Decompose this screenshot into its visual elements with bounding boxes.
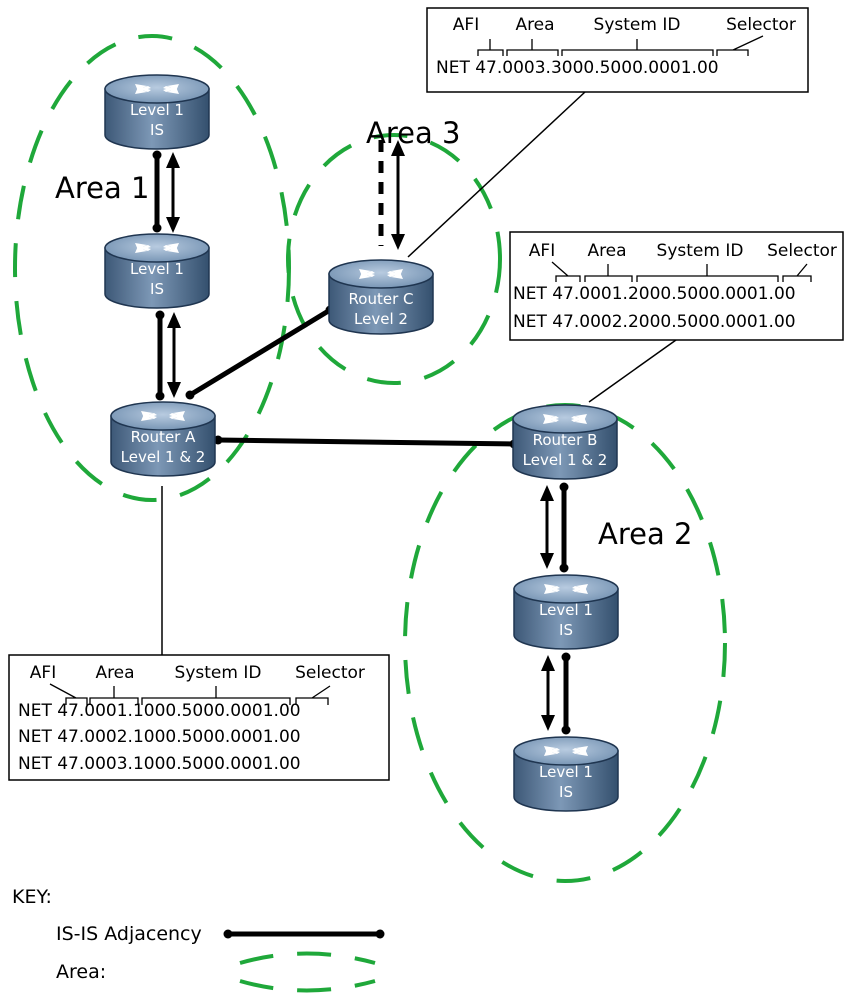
router-level1-is-area1-middle: Level 1 IS — [104, 233, 210, 309]
router-label-line1: Level 1 — [539, 763, 593, 781]
header-selector: Selector — [295, 663, 365, 683]
header-system-id: System ID — [175, 663, 262, 683]
area-3-label: Area 3 — [366, 116, 460, 150]
link-r5-r6-end-top — [561, 652, 571, 662]
area-2-label: Area 2 — [598, 517, 692, 551]
bracket-afi — [477, 39, 504, 56]
router-label-line2: IS — [150, 280, 164, 298]
legend-title: KEY: — [12, 886, 52, 908]
net-line: NET 47.0001.1000.5000.0001.00 — [18, 701, 301, 721]
net-box-router-c: AFI Area System ID Selector NET 47.0003.… — [426, 7, 809, 93]
bracket-afi — [49, 683, 88, 705]
router-label-line1: Router B — [533, 431, 598, 449]
header-selector: Selector — [767, 241, 837, 261]
net-box-router-b: AFI Area System ID Selector NET 47.0001.… — [509, 231, 844, 341]
router-level1-is-area2-middle: Level 1 IS — [513, 574, 619, 650]
link-router-b-r5-end-top — [559, 482, 569, 492]
link-r2-router-a-end-top — [155, 310, 165, 320]
leader-router-b — [588, 339, 677, 403]
net-box-router-a: AFI Area System ID Selector NET 47.0001.… — [8, 654, 390, 781]
arrow-r2-router-a — [167, 312, 181, 398]
router-label-line2: IS — [559, 621, 573, 639]
net-line: NET 47.0003.1000.5000.0001.00 — [18, 754, 301, 774]
net-line: NET 47.0003.3000.5000.0001.00 — [436, 58, 719, 78]
net-line: NET 47.0002.2000.5000.0001.00 — [513, 312, 796, 332]
arrow-router-b-r5 — [540, 485, 554, 569]
bracket-selector — [295, 685, 331, 705]
arrow-router-c-uplink — [391, 140, 405, 250]
router-label-line2: Level 1 & 2 — [523, 451, 608, 469]
router-label-line1: Level 1 — [539, 601, 593, 619]
header-selector: Selector — [726, 15, 796, 35]
bracket-area — [584, 264, 633, 282]
link-r1-r2-end-bottom — [152, 223, 162, 233]
router-level1-is-area1-top: Level 1 IS — [104, 74, 210, 150]
router-label-line1: Level 1 — [130, 260, 184, 278]
link-router-a-router-b — [217, 437, 515, 447]
link-router-a-router-c-end-a — [185, 390, 195, 400]
link-router-b-r5-end-bottom — [559, 563, 569, 573]
legend-area-label: Area: — [56, 961, 106, 983]
router-c: Router C Level 2 — [328, 259, 434, 335]
area-1-label: Area 1 — [55, 171, 149, 205]
bracket-selector — [782, 263, 812, 282]
link-router-a-router-c — [188, 307, 332, 398]
arrow-r1-r2 — [166, 152, 180, 233]
link-r5-r6-end-bottom — [561, 725, 571, 735]
legend: KEY: IS-IS Adjacency Area: — [12, 886, 385, 993]
net-line: NET 47.0001.2000.5000.0001.00 — [513, 284, 796, 304]
header-afi: AFI — [529, 241, 555, 261]
legend-area-ring-sample — [239, 951, 376, 993]
router-label-line1: Router C — [349, 290, 414, 308]
header-afi: AFI — [453, 15, 479, 35]
legend-adjacency-end-left — [223, 929, 233, 939]
bracket-system-id — [141, 686, 291, 705]
header-area: Area — [587, 241, 626, 261]
bracket-selector — [716, 35, 764, 56]
link-r2-router-a-end-bottom — [155, 391, 165, 401]
router-a: Router A Level 1 & 2 — [110, 401, 216, 477]
header-system-id: System ID — [594, 15, 681, 35]
router-label-line1: Router A — [131, 428, 196, 446]
router-label-line2: Level 1 & 2 — [121, 448, 206, 466]
bracket-area — [89, 686, 139, 705]
router-label-line2: IS — [150, 121, 164, 139]
header-area: Area — [95, 663, 134, 683]
bracket-afi — [551, 261, 581, 282]
bracket-system-id — [561, 39, 714, 56]
header-afi: AFI — [30, 663, 56, 683]
router-label-line1: Level 1 — [130, 101, 184, 119]
legend-adjacency-end-right — [375, 929, 385, 939]
bracket-area — [506, 39, 559, 56]
link-router-a-router-b-end-a — [213, 435, 223, 445]
router-b: Router B Level 1 & 2 — [512, 404, 618, 480]
legend-adjacency-label: IS-IS Adjacency — [56, 923, 202, 945]
leader-router-c — [407, 91, 586, 258]
router-level1-is-area2-bottom: Level 1 IS — [513, 736, 619, 812]
router-label-line2: Level 2 — [354, 310, 408, 328]
router-label-line2: IS — [559, 783, 573, 801]
bracket-system-id — [636, 264, 779, 282]
area-3-boundary — [286, 133, 502, 385]
net-line: NET 47.0002.1000.5000.0001.00 — [18, 727, 301, 747]
arrow-r5-r6 — [541, 655, 555, 731]
header-area: Area — [515, 15, 554, 35]
link-r1-r2-end-top — [152, 150, 162, 160]
header-system-id: System ID — [657, 241, 744, 261]
